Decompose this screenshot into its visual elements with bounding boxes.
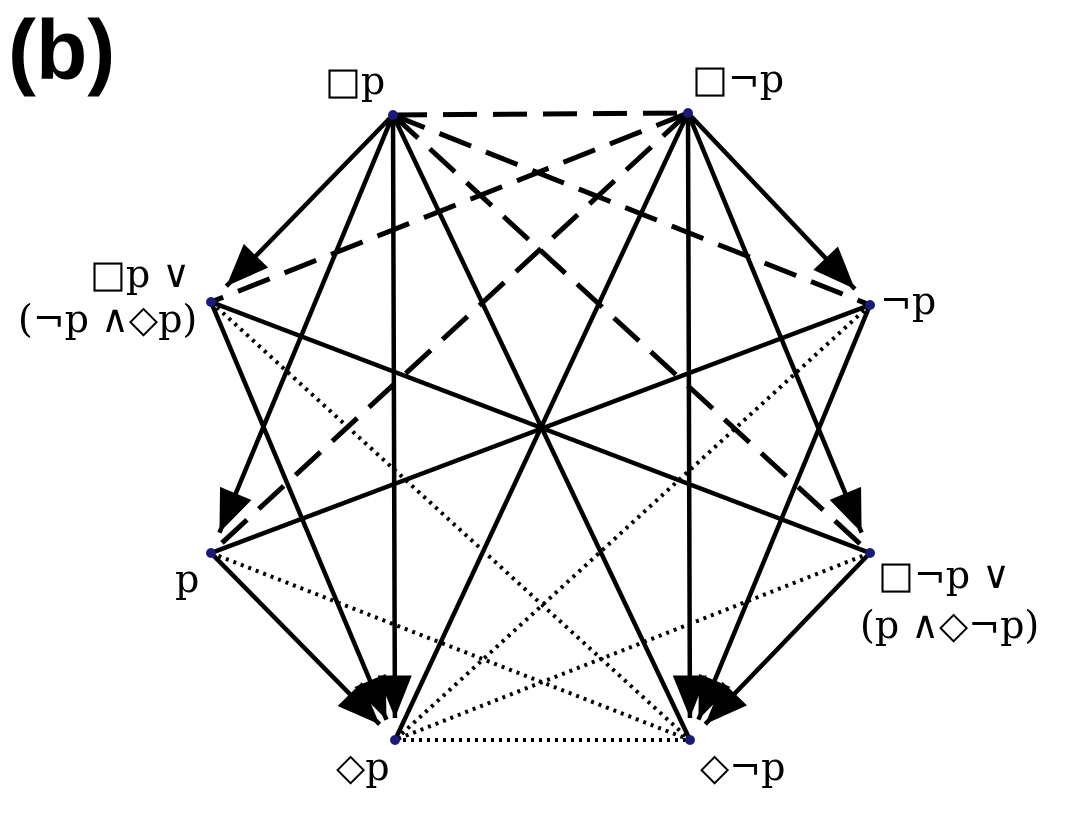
edge-box_not_p-to-not_p-solid <box>686 111 857 291</box>
edge-box_p-to-left_upper-solid <box>224 113 395 288</box>
node-dot-right_lower <box>865 548 875 558</box>
node-label-not-p: ¬p <box>880 279 937 323</box>
node-label-dia-p: ◇p <box>336 745 390 789</box>
edge-box_p-to-dia_p-solid <box>377 114 412 719</box>
node-label-left-upper-2: (¬p ∧◇p) <box>18 297 198 341</box>
edge-left_upper-to-dia_not_p-dotted <box>209 300 692 742</box>
edge-box_not_p-to-right_lower-solid <box>685 112 864 534</box>
node-label-box-p: □p <box>325 59 386 103</box>
node-dot-left_upper <box>206 297 216 307</box>
node-label-right-lower-1: □¬p ∨ <box>878 553 1010 597</box>
edge-box_p-to-box_not_p-dashed <box>392 110 689 118</box>
edge-box_p-to-right_lower-dashed <box>391 113 872 555</box>
edge-right_lower-to-dia_not_p-solid <box>703 551 872 726</box>
node-dot-dia_p <box>390 735 400 745</box>
edge-not_p-to-dia_not_p-solid <box>696 304 873 721</box>
node-dot-dia_not_p <box>685 735 695 745</box>
node-label-left-upper-1: □p ∨ <box>90 252 191 296</box>
node-label-p: p <box>175 557 200 601</box>
edge-box_not_p-to-dia_not_p-solid <box>672 112 707 719</box>
node-dot-p <box>206 548 216 558</box>
edge-p-to-dia_p-solid <box>209 551 382 726</box>
edge-not_p-to-p-solid <box>210 302 871 556</box>
edge-not_p-to-dia_p-dotted <box>393 303 872 742</box>
node-label-dia-not-p: ◇¬p <box>700 745 786 789</box>
node-label-box-not-p: □¬p <box>692 57 785 101</box>
edge-box_p-to-not_p-dashed <box>392 112 871 308</box>
edge-box_p-to-p-solid <box>217 114 396 534</box>
node-label-right-lower-2: (p ∧◇¬p) <box>860 603 1040 647</box>
edge-right_lower-to-dia_p-dotted <box>394 551 871 742</box>
node-dot-not_p <box>865 300 875 310</box>
edge-box_not_p-to-left_upper-dashed <box>210 110 689 305</box>
edge-left_upper-to-dia_p-solid <box>208 301 389 721</box>
edge-box_not_p-to-p-dashed <box>209 111 690 555</box>
edge-p-to-dia_not_p-dotted <box>210 551 691 742</box>
node-dot-box_not_p <box>683 108 693 118</box>
panel-label: (b) <box>8 3 116 97</box>
node-dot-box_p <box>388 110 398 120</box>
